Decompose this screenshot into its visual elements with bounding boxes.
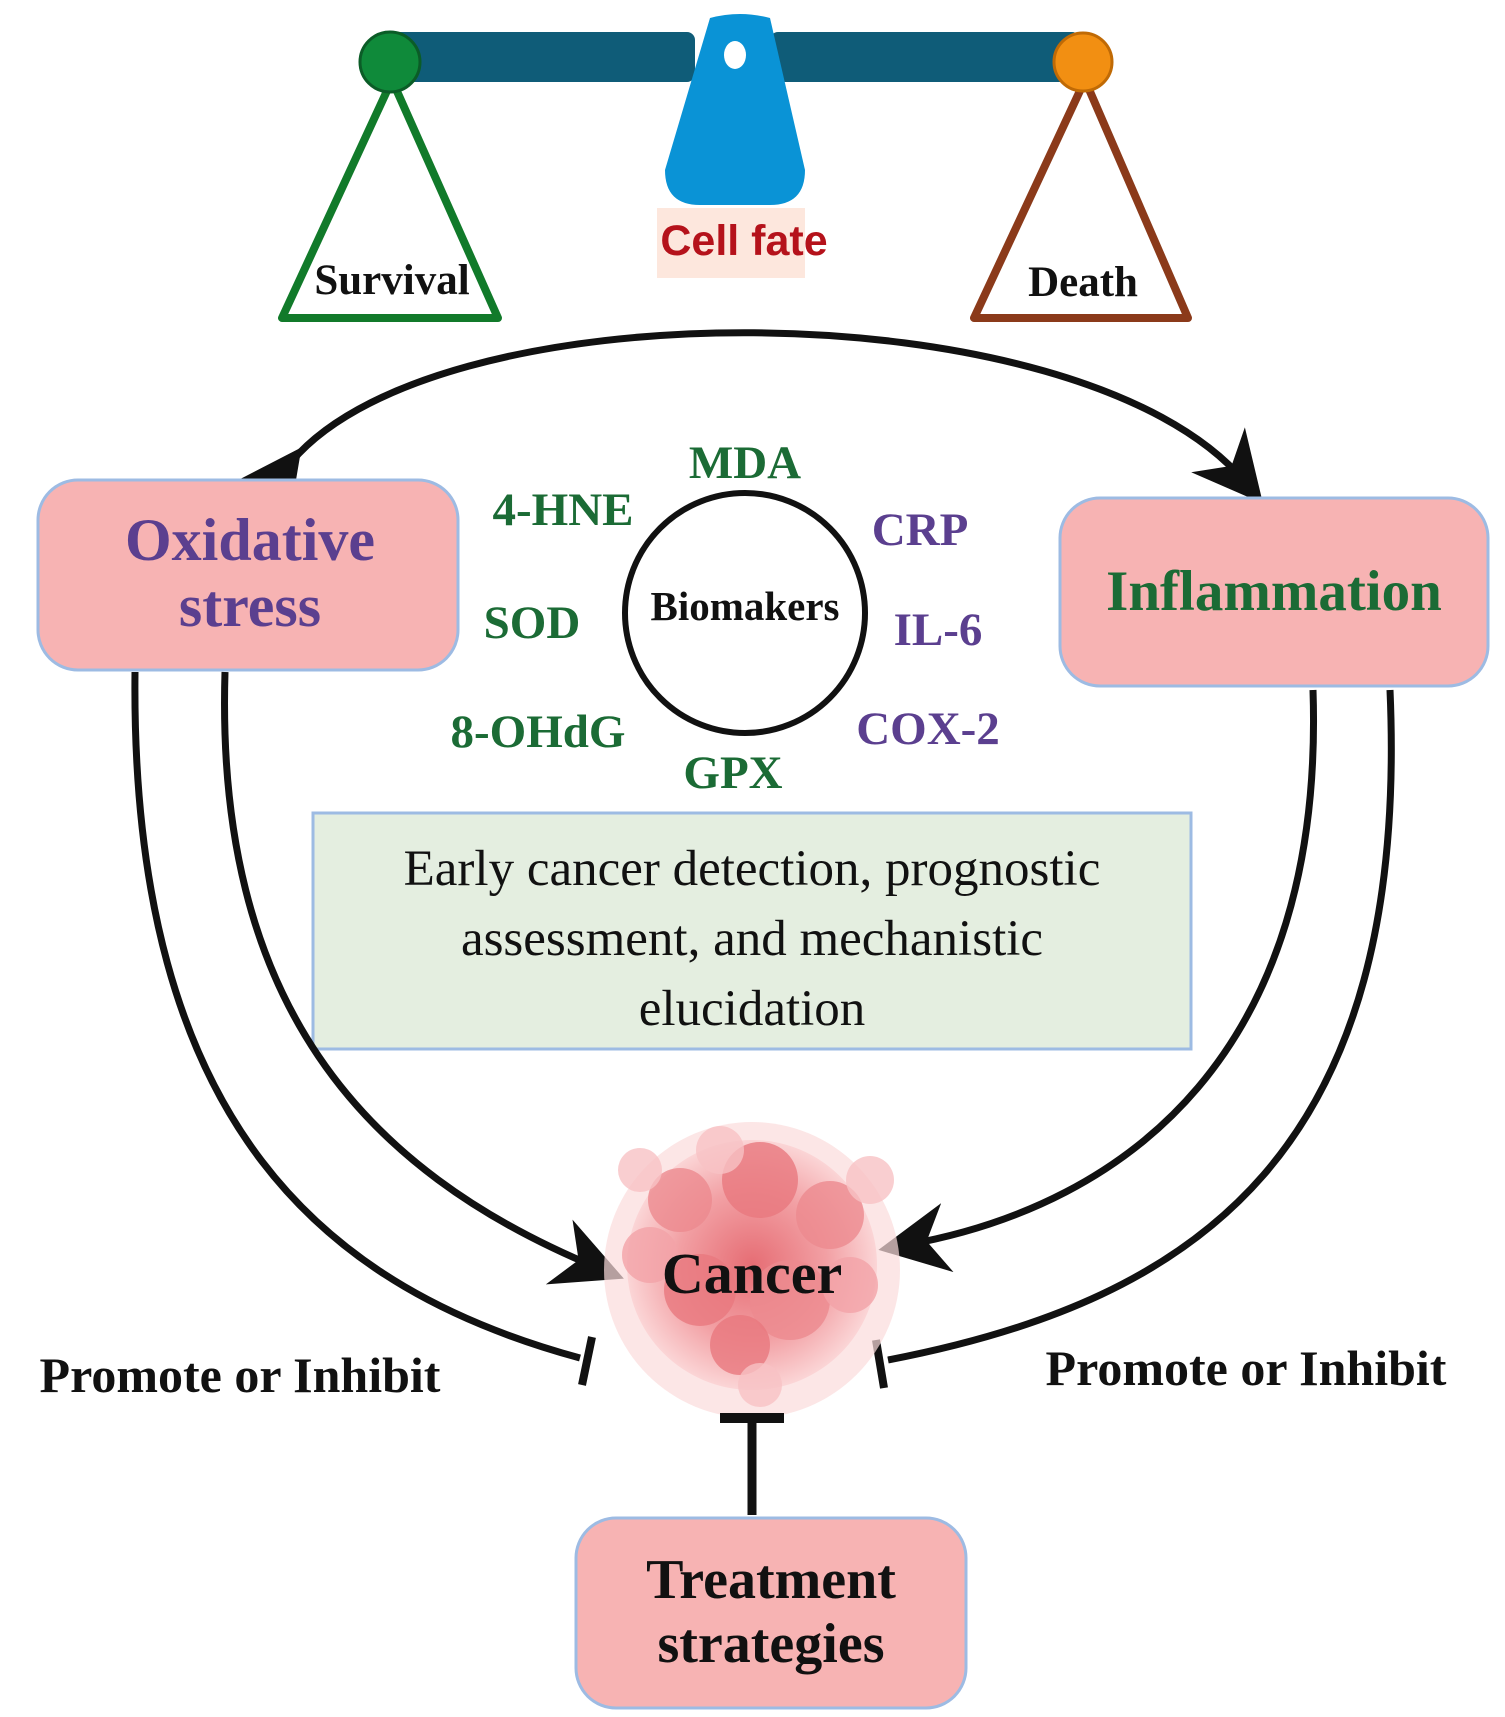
cell-fate-label-bg	[657, 208, 805, 278]
left-edge-label: Promote or Inhibit	[40, 1347, 441, 1403]
biomarker-cox2: COX-2	[856, 703, 1000, 755]
oxidative-stress-line2: stress	[179, 573, 321, 639]
balance-beam-left	[385, 32, 695, 82]
fulcrum-hole	[724, 41, 746, 69]
survival-label: Survival	[314, 257, 469, 304]
info-box-line2: assessment, and mechanistic	[461, 911, 1043, 967]
oxidative-stress-node: Oxidative stress	[36, 478, 460, 672]
inflammation-label: Inflammation	[1106, 560, 1442, 623]
biomarker-gpx: GPX	[683, 747, 782, 799]
split-arrow	[231, 329, 1264, 525]
info-box-line1: Early cancer detection, prognostic	[404, 841, 1101, 897]
treatment-line2: strategies	[657, 1613, 884, 1675]
biomarker-8ohdg: 8-OHdG	[451, 706, 626, 758]
treatment-line1: Treatment	[646, 1549, 896, 1611]
info-box: Early cancer detection, prognostic asses…	[311, 811, 1193, 1051]
oxidative-inhibit-bar	[578, 1336, 596, 1386]
death-pivot-icon	[1052, 31, 1114, 93]
biomarker-cluster: Biomakers MDA 4-HNE SOD 8-OHdG GPX CRP I…	[451, 437, 1000, 799]
oxidative-stress-line1: Oxidative	[125, 507, 375, 573]
death-pan	[970, 76, 1192, 322]
inflammation-outer-inhibit	[887, 689, 1395, 1364]
biomarker-mda: MDA	[689, 437, 801, 489]
biomarker-il6: IL-6	[894, 604, 983, 656]
oxidative-inner-arrow	[221, 671, 624, 1285]
balance-scale: Cell fate Survival Death	[278, 14, 1192, 322]
biomarker-center-label: Biomakers	[650, 583, 839, 629]
right-edge-label: Promote or Inhibit	[1046, 1340, 1447, 1396]
biomarker-crp: CRP	[872, 504, 969, 556]
biomarker-4hne: 4-HNE	[493, 484, 634, 536]
balance-beam-right	[770, 32, 1080, 82]
cancer-label: Cancer	[662, 1241, 842, 1306]
biomarker-sod: SOD	[484, 597, 581, 649]
fulcrum-icon	[665, 14, 805, 205]
survival-pan	[278, 76, 502, 322]
inflammation-node: Inflammation	[1058, 496, 1490, 688]
treatment-node: Treatment strategies	[574, 1516, 968, 1710]
oxidative-outer-inhibit	[131, 671, 581, 1362]
cancer-cell-cluster-icon	[604, 1122, 900, 1418]
info-box-line3: elucidation	[639, 981, 866, 1037]
death-label: Death	[1028, 259, 1138, 306]
survival-pivot-icon	[358, 30, 422, 94]
inflammation-inner-arrow	[878, 689, 1318, 1273]
biomarker-circle	[622, 490, 868, 736]
cell-fate-label: Cell fate	[660, 217, 827, 265]
